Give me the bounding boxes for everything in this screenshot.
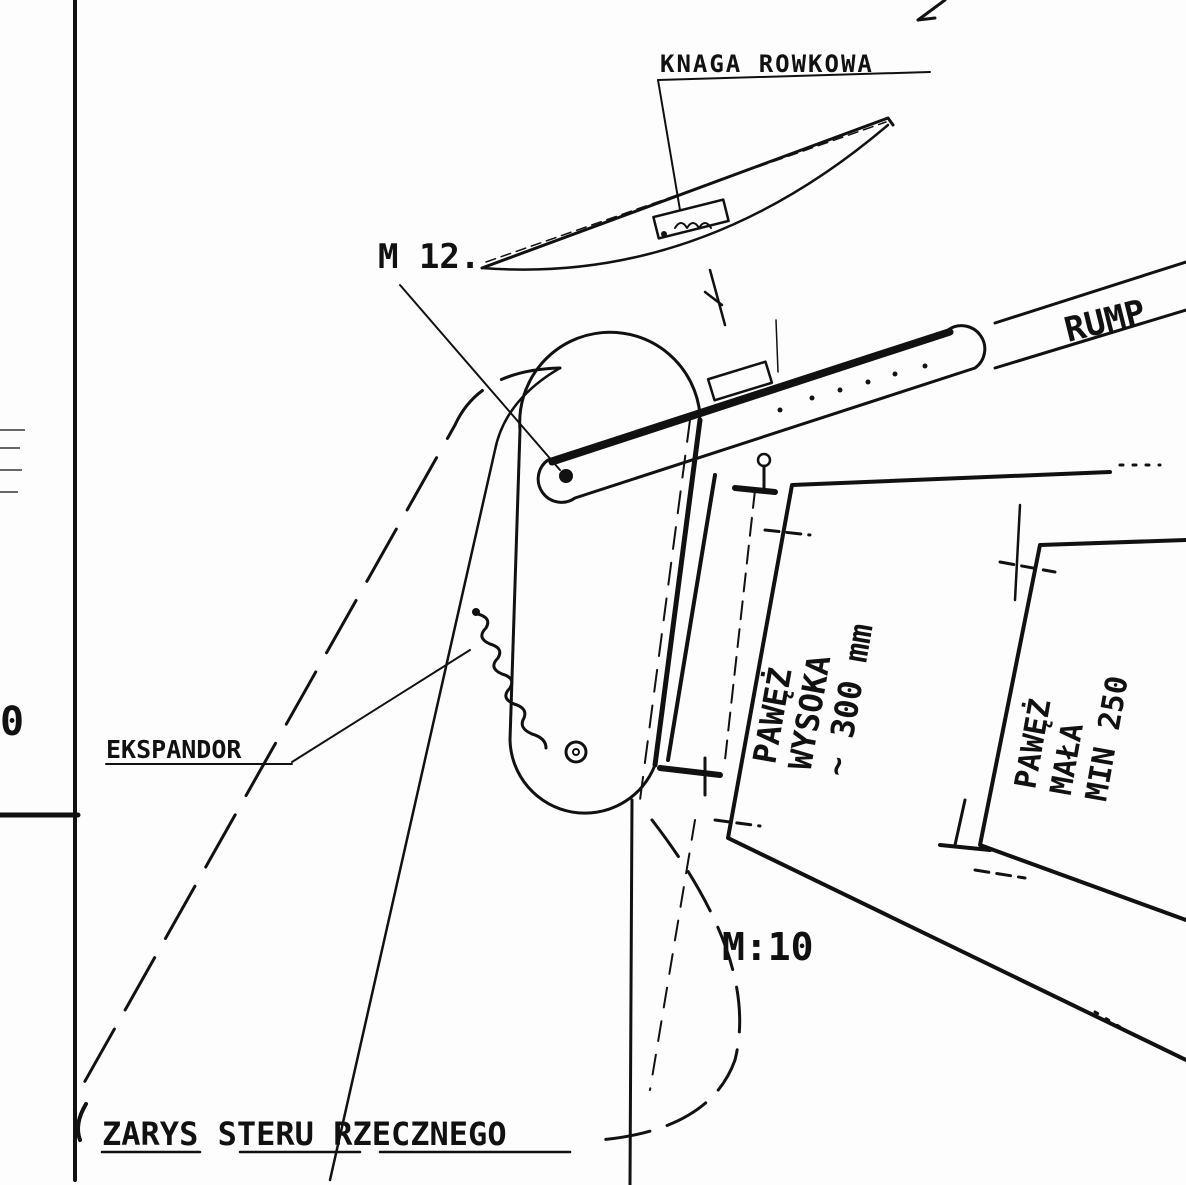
bolt-top-label: M 12. — [378, 237, 480, 277]
bolt-bottom-label: M:10 — [722, 925, 814, 969]
outline-label: ZARYS STERU RZECZNEGO — [102, 1115, 507, 1153]
edge-mark: 0 — [0, 699, 24, 745]
transom-low-label-group: PAWĘŻ MAŁA MIN 250 — [1007, 673, 1135, 804]
expander-label: EKSPANDOR — [106, 735, 242, 764]
tiller-drawing — [536, 260, 1186, 504]
top-arrow — [916, 0, 947, 22]
tiller-label: RUMP — [1061, 292, 1150, 351]
cleat-label: KNAGA ROWKOWA — [660, 50, 874, 78]
expander-leader — [291, 649, 471, 763]
cleat-drawing — [480, 71, 931, 271]
rudder-outline — [76, 366, 742, 1185]
pivot-axis — [639, 419, 691, 801]
transom-low — [938, 503, 1186, 922]
rudder-head — [508, 330, 717, 815]
section-arrow-mark — [703, 268, 727, 327]
transom-high — [657, 452, 1186, 1062]
bolt-m12 — [399, 284, 573, 483]
scan-noise — [0, 429, 25, 493]
expander-spring — [472, 608, 588, 764]
